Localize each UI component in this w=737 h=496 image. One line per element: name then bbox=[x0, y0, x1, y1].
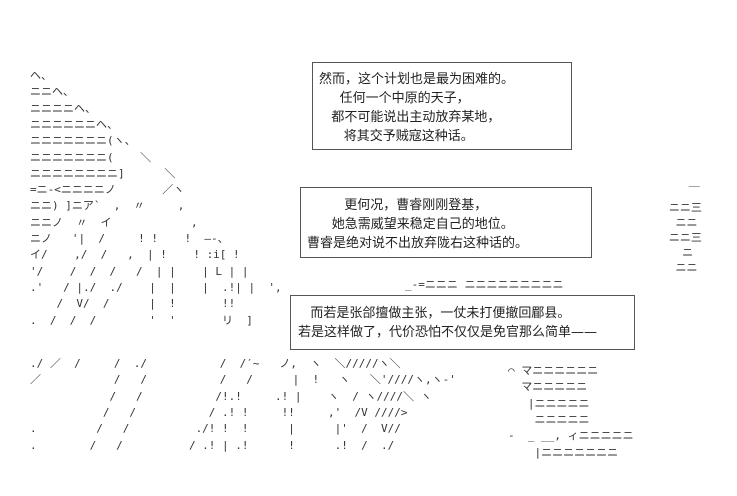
ascii-art-line: ￣ bbox=[596, 186, 700, 199]
ascii-art-line: ニニニニニニニ( ＼ bbox=[30, 150, 152, 164]
ascii-art-line: ニニ三 bbox=[596, 201, 702, 214]
ascii-art-line: / / / .! ! !! ,' /V ////> bbox=[30, 405, 408, 419]
ascii-art-line: .' / |./ ./ | | | .!| | ', bbox=[30, 280, 282, 294]
ascii-art-line: / / /!.! .! | ヽ / ヽ////＼ ヽ bbox=[30, 389, 432, 403]
ascii-art-line: ニニ三 bbox=[596, 231, 702, 244]
ascii-art-line: ニニ) ]ニア` , 〃 , bbox=[30, 199, 185, 213]
ascii-art-line: . / / / ' ' リ ] bbox=[30, 313, 253, 327]
ascii-art-line: ヘ、 bbox=[30, 69, 52, 82]
ascii-art-line: イ/ ,/ / , | ! ! :i[ ! bbox=[30, 248, 240, 262]
ascii-art-line: ニ bbox=[596, 246, 694, 259]
ascii-art-line: _-=ニニニ ニニニニニニニニニ bbox=[405, 278, 564, 291]
dialogue-line: 而若是张郃擅做主张，一仗未打便撤回郿县。 bbox=[298, 306, 571, 321]
dialogue-line: 曹睿是绝对说不出放弃陇右这种话的。 bbox=[307, 236, 529, 251]
ascii-art-line: '/ / / / / | | | L | | bbox=[30, 264, 249, 278]
ascii-art-line: ニニニニニニヘ、 bbox=[30, 117, 118, 131]
dialogue-line: 若是这样做了，代价恐怕不仅仅是免官那么简单—— bbox=[298, 325, 598, 340]
dialogue-box-3: 而若是张郃擅做主张，一仗未打便撤回郿县。 若是这样做了，代价恐怕不仅仅是免官那么… bbox=[290, 295, 635, 350]
dialogue-box-2: 更何况，曹睿刚刚登基， 她急需威望来稳定自己的地位。 曹睿是绝对说不出放弃陇右这… bbox=[300, 187, 592, 258]
ascii-art-line: ⌒ マニニニニニニ bbox=[508, 364, 599, 377]
ascii-art-line: ニニニニニ bbox=[508, 412, 590, 426]
dialogue-line: 她急需威望来稳定自己的地位。 bbox=[307, 217, 514, 232]
dialogue-line: 都不可能说出主动放弃某地， bbox=[319, 110, 501, 125]
ascii-art-line: ニニ bbox=[596, 261, 698, 274]
ascii-art-line: ニニノ 〃 イ , bbox=[30, 215, 198, 229]
dialogue-box-1: 然而，这个计划也是最为困难的。 任何一个中原的天子， 都不可能说出主动放弃某地，… bbox=[312, 62, 572, 150]
ascii-art-line: マニニニニニ bbox=[508, 380, 588, 394]
ascii-art-line: ニニ bbox=[596, 216, 698, 229]
ascii-art-line: ニニヘ、 bbox=[30, 85, 74, 99]
ascii-art-line: |ニニニニニニニ bbox=[508, 445, 619, 459]
dialogue-line: 将其交予贼寇这种话。 bbox=[319, 129, 474, 144]
ascii-art-line: - _ __, ィニニニニニ bbox=[508, 429, 634, 443]
ascii-art-line: . / / ./! ! ! | |' / V// bbox=[30, 422, 401, 436]
ascii-art-line: ／ / / / / | ! ヽ ＼'////ヽ,ヽ-' bbox=[30, 373, 456, 387]
ascii-art-line: . / / / .! | .! ! .! / ./ bbox=[30, 438, 395, 452]
ascii-art-line: ./ ／ / / ./ / /′~ ノ, ヽ ＼/////ヽ＼ bbox=[30, 357, 401, 370]
ascii-art-line: ニニニニヘ、 bbox=[30, 101, 96, 115]
ascii-art-line: ニニニニニニニ(ヽ、 bbox=[30, 134, 136, 148]
ascii-art-line: ニニニニニニニニ] ＼ bbox=[30, 166, 176, 180]
dialogue-line: 更何况，曹睿刚刚登基， bbox=[307, 198, 488, 213]
ascii-art-line: ニノ '| / ! ! ! ―-、 bbox=[30, 232, 229, 245]
dialogue-line: 任何一个中原的天子， bbox=[319, 91, 470, 106]
ascii-art-line: =ニ-<ニニニニノ ／ヽ bbox=[30, 183, 185, 197]
ascii-art-line: |ニニニニニ bbox=[508, 396, 590, 410]
dialogue-line: 然而，这个计划也是最为困难的。 bbox=[319, 72, 515, 87]
ascii-art-line: / V/ / | ! !! bbox=[30, 297, 236, 311]
